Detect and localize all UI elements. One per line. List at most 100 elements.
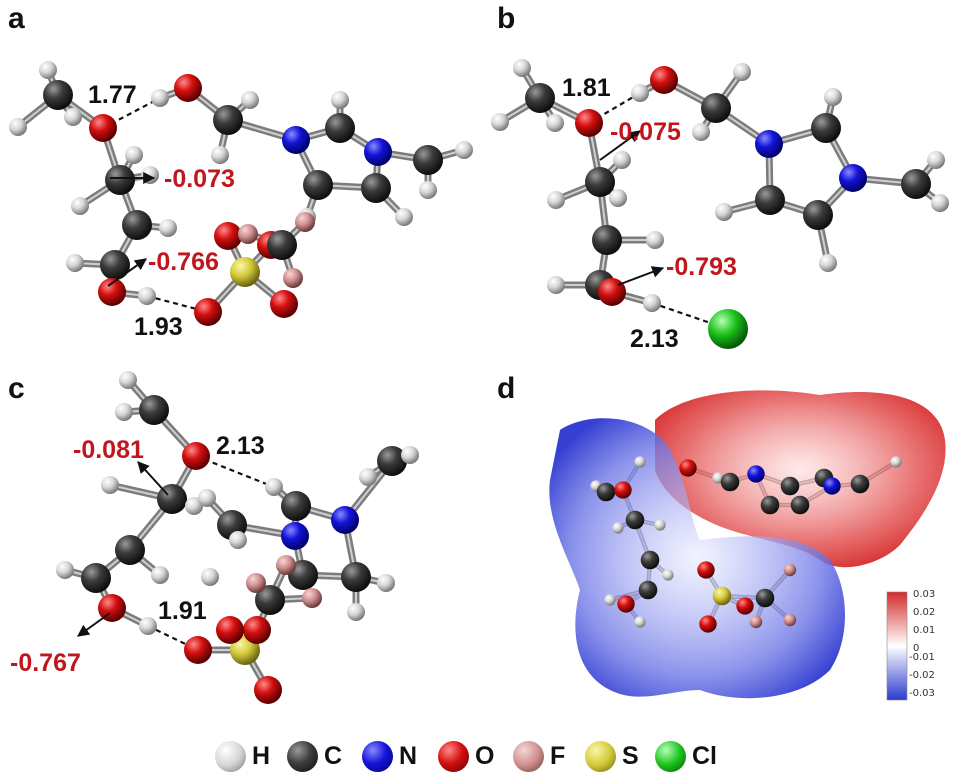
legend-item-hydrogen: H xyxy=(215,738,270,774)
fluorine-atom xyxy=(276,555,296,575)
hydrogen-atom xyxy=(890,456,902,468)
colorbar-tick: -0.01 xyxy=(909,652,935,663)
charge-arrow xyxy=(77,612,111,637)
hydrogen-atom xyxy=(201,568,219,586)
hydrogen-atom xyxy=(185,497,203,515)
oxygen-atom xyxy=(243,616,271,644)
charge-arrow xyxy=(137,461,169,496)
carbon-atom xyxy=(325,113,355,143)
colorbar-tick: 0.01 xyxy=(913,625,936,636)
colorbar-tick: 0.03 xyxy=(913,589,936,600)
carbon-atom xyxy=(115,535,145,565)
hydrogen-atom xyxy=(151,89,169,107)
carbon-atom xyxy=(701,93,731,123)
carbon-atom xyxy=(525,83,555,113)
hydrogen-atom xyxy=(715,203,733,221)
hydrogen-atom xyxy=(634,616,646,628)
legend-label-chlorine: Cl xyxy=(692,741,717,770)
panel-b-charge-carbon: -0.075 xyxy=(610,118,681,146)
carbon-atom xyxy=(341,562,371,592)
legend-item-carbon: C xyxy=(287,738,342,774)
carbon-atom xyxy=(377,446,407,476)
hydrogen-bond xyxy=(146,294,209,314)
fluorine-atom xyxy=(302,588,322,608)
hydrogen-atom xyxy=(547,191,565,209)
fluorine-atom xyxy=(749,615,763,629)
colorbar-tick: 0.02 xyxy=(913,607,936,618)
hydrogen-atom xyxy=(198,489,216,507)
oxygen-atom xyxy=(182,442,210,470)
chlorine-atom-icon xyxy=(655,740,686,772)
panel-c-charge-oxygen: -0.767 xyxy=(10,649,81,677)
oxygen-atom xyxy=(214,222,242,250)
oxygen-atom xyxy=(254,676,282,704)
carbon-atom xyxy=(755,588,775,608)
carbon-atom xyxy=(43,80,73,110)
carbon-atom xyxy=(81,563,111,593)
hydrogen-atom xyxy=(66,254,84,272)
charge-arrows xyxy=(77,130,665,637)
oxygen-atom xyxy=(216,616,244,644)
nitrogen-atom xyxy=(364,138,392,166)
sulfur-atom xyxy=(712,586,732,606)
carbon-atom xyxy=(625,510,645,530)
hydrogen-atom xyxy=(604,594,616,606)
hydrogen-atom xyxy=(71,197,89,215)
hydrogen-atom xyxy=(229,531,247,549)
fluorine-atom xyxy=(783,613,797,627)
charge-arrow xyxy=(599,130,641,161)
hydrogen-atom xyxy=(634,456,646,468)
carbon-atom xyxy=(255,585,285,615)
hydrogen-atom xyxy=(931,194,949,212)
electrostatic-surface xyxy=(549,390,946,699)
carbon-atom xyxy=(803,200,833,230)
hydrogen-atom xyxy=(613,151,631,169)
hydrogen-atom xyxy=(347,603,365,621)
panel-c-charge-carbon: -0.081 xyxy=(73,436,144,464)
hydrogen-atom xyxy=(643,294,661,312)
panel-c-hbond-distance-bottom: 1.91 xyxy=(158,597,207,625)
carbon-atom xyxy=(267,230,297,260)
panel-a-charge-oxygen: -0.766 xyxy=(148,248,219,276)
hydrogen-atom-icon xyxy=(215,740,246,772)
carbon-atom xyxy=(901,169,931,199)
carbon-atom xyxy=(640,550,660,570)
nitrogen-atom xyxy=(331,506,359,534)
oxygen-atom xyxy=(699,615,717,633)
nitrogen-atom xyxy=(839,164,867,192)
nitrogen-atom xyxy=(823,477,841,495)
carbon-atom xyxy=(585,167,615,197)
hydrogen-atom xyxy=(546,114,564,132)
hydrogen-atom xyxy=(612,522,624,534)
hydrogen-atom xyxy=(377,574,395,592)
fluorine-atom xyxy=(246,573,266,593)
hydrogen-atom xyxy=(265,478,283,496)
hydrogen-atom xyxy=(139,617,157,635)
carbon-atom xyxy=(720,472,740,492)
nitrogen-atom xyxy=(747,465,765,483)
hydrogen-atom xyxy=(401,446,419,464)
oxygen-atom xyxy=(575,109,603,137)
colorbar-tick: -0.02 xyxy=(909,670,935,681)
carbon-atom xyxy=(790,495,810,515)
hydrogen-atom xyxy=(927,151,945,169)
legend-item-sulfur: S xyxy=(585,738,639,774)
hydrogen-atom xyxy=(631,84,649,102)
oxygen-atom xyxy=(184,636,212,664)
panel-a-hbond-distance-top: 1.77 xyxy=(88,81,137,109)
sulfur-atom xyxy=(230,257,260,287)
charge-arrow xyxy=(107,258,147,287)
positive-potential-surface xyxy=(655,390,946,568)
carbon-atom xyxy=(281,491,311,521)
colorbar-tick: -0.03 xyxy=(909,688,935,699)
panel-b-hbond-distance-top: 1.81 xyxy=(562,74,611,102)
hydrogen-atom xyxy=(115,403,133,421)
oxygen-atom xyxy=(98,278,126,306)
oxygen-atom xyxy=(98,594,126,622)
carbon-atom xyxy=(413,145,443,175)
oxygen-atom xyxy=(697,561,715,579)
hydrogen-atom xyxy=(491,113,509,131)
hydrogen-atom xyxy=(359,468,377,486)
colorbar-tick: 0 xyxy=(913,643,920,654)
panel-label-a: a xyxy=(8,2,25,35)
